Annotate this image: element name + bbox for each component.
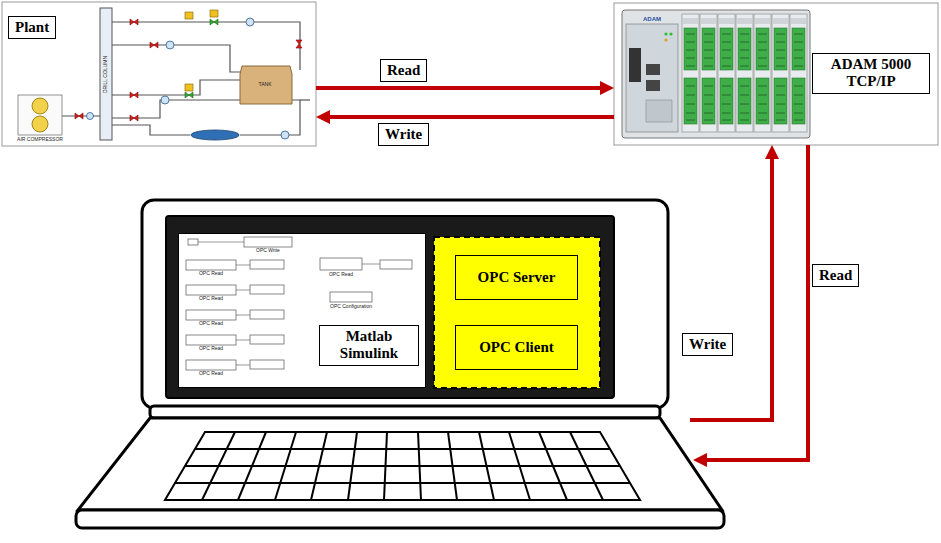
node-label: Plant [8, 16, 56, 39]
part-label: TANK [259, 82, 272, 87]
edge-label: Read [812, 264, 859, 287]
plant-panel: Plant [2, 2, 316, 146]
part-label: OPC Read [199, 321, 223, 326]
laptop-illustration [76, 200, 724, 528]
signal-arrow [328, 115, 614, 119]
node-label: Matlab Simulink [319, 325, 419, 366]
part-label: OPC Read [199, 371, 223, 376]
process-box: OPC Client [455, 325, 578, 370]
signal-arrow [690, 157, 772, 420]
part-label: AIR COMPRESSOR [17, 137, 63, 142]
part-label: DRILL COLUMN [103, 55, 108, 92]
node-label: OPC Client [479, 339, 554, 356]
signal-arrow [316, 86, 602, 90]
simulink-panel: Matlab Simulink [178, 233, 426, 388]
process-box: OPC Server [455, 255, 578, 300]
part-label: OPC Read [199, 346, 223, 351]
part-label: OPC Read [199, 296, 223, 301]
part-label: OPC Read [199, 271, 223, 276]
part-label: OPC Configuration [330, 304, 372, 309]
edge-label: Read [380, 59, 427, 82]
part-label: OPC Read [329, 272, 353, 277]
laptop: Matlab Simulink OPC ServerOPC Client [110, 200, 690, 535]
adam-device [614, 3, 938, 145]
edge-label: Write [378, 123, 429, 146]
part-label: OPC Write [256, 248, 280, 253]
edge-label: Write [682, 333, 733, 356]
part-label: ADAM [643, 16, 661, 22]
plant-illustration [2, 2, 316, 146]
signal-arrow [705, 145, 808, 460]
node-label: OPC Server [478, 269, 556, 286]
node-label: ADAM 5000 TCP/IP [812, 53, 930, 94]
device-panel: ADAM 5000 TCP/IP [614, 3, 938, 145]
